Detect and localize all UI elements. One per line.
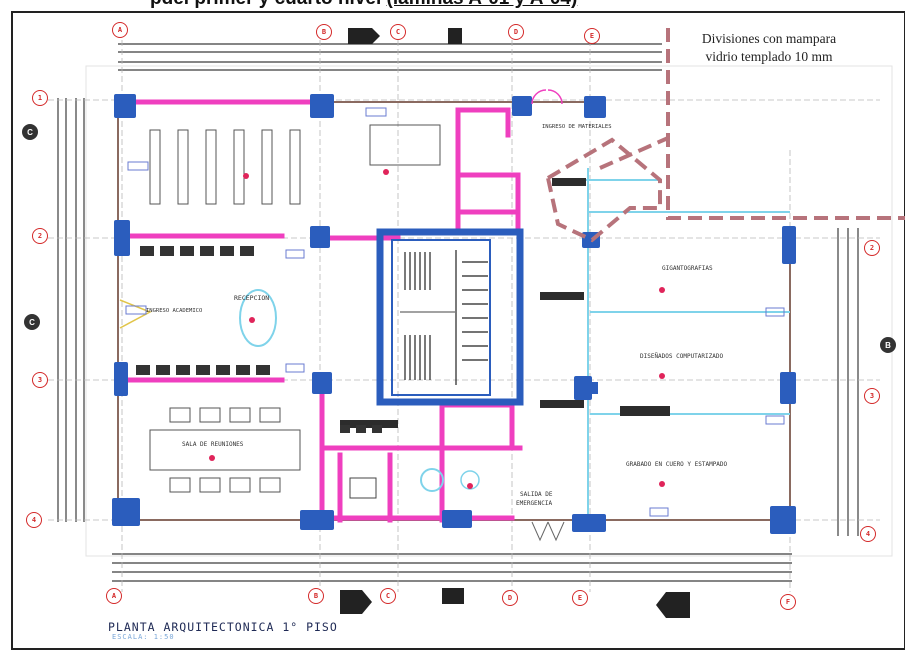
material-door <box>531 89 563 105</box>
section-cut-marker-2: C <box>24 314 40 330</box>
title-sheets: (láminas A-01 y A-04) <box>387 0 578 9</box>
label-recepcion: RECEPCION <box>234 294 269 302</box>
axis-bubble-right-1: 2 <box>864 240 880 256</box>
note-line-1: Divisiones con mampara <box>701 31 837 46</box>
axis-bubble-left-3: 3 <box>32 372 48 388</box>
axis-bubble-left-1: 1 <box>32 90 48 106</box>
axis-bubble-bottom-3: C <box>380 588 396 604</box>
work-tables <box>149 124 441 493</box>
reception-desk <box>239 289 277 347</box>
solid-walls <box>340 178 670 428</box>
glass-partition-note: Divisiones con mampara vidrio templado 1… <box>674 30 864 66</box>
emergency-door <box>531 521 565 542</box>
axis-bubble-top-4: D <box>508 24 524 40</box>
axis-bubble-bottom-6: F <box>780 594 796 610</box>
sheet-title: pdel primer y cuarto nivel (láminas A-01… <box>150 0 790 10</box>
axis-bubble-top-2: B <box>316 24 332 40</box>
label-grabado: GRABADO EN CUERO Y ESTAMPADO <box>626 461 728 468</box>
axis-bubble-left-2: 2 <box>32 228 48 244</box>
title-middle: del primer y cuarto nivel <box>162 0 387 9</box>
left-dimensions <box>57 98 85 522</box>
label-diseno: DISEÑADOS COMPUTARIZADO <box>640 353 723 360</box>
top-dimensions <box>118 43 662 71</box>
bottom-dimensions <box>112 553 792 582</box>
note-line-2: vidrio templado 10 mm <box>705 49 833 64</box>
sheet-frame <box>11 11 905 650</box>
title-prefix: p <box>150 0 162 9</box>
blue-small-tags <box>312 228 598 394</box>
axis-bubble-bottom-4: D <box>502 590 518 606</box>
entrance-door <box>119 299 152 329</box>
axis-bubble-bottom-5: E <box>572 590 588 606</box>
axis-bubble-left-4: 4 <box>26 512 42 528</box>
orientation-markers <box>340 28 690 618</box>
axis-bubble-bottom-1: A <box>106 588 122 604</box>
section-cut-marker-1: C <box>22 124 38 140</box>
right-dimensions <box>837 228 859 536</box>
axis-bubble-top-3: C <box>390 24 406 40</box>
label-ingreso-academico: INGRESO ACADEMICO <box>146 308 202 314</box>
stair-core <box>376 228 524 406</box>
axis-bubble-bottom-2: B <box>308 588 324 604</box>
axis-bubble-top-5: E <box>584 28 600 44</box>
chairs <box>136 246 382 433</box>
room-tags <box>125 107 785 517</box>
bathroom-fixture <box>420 468 444 492</box>
label-gigantografias: GIGANTOGRAFIAS <box>662 265 713 272</box>
axis-bubble-right-2: 3 <box>864 388 880 404</box>
axis-bubble-top-1: A <box>112 22 128 38</box>
plan-scale: ESCALA: 1:50 <box>112 633 175 641</box>
room-markers <box>209 169 665 489</box>
plan-title: PLANTA ARQUITECTONICA 1° PISO <box>108 620 338 634</box>
label-salida-2: EMERGENCIA <box>516 500 553 507</box>
label-salon: SALA DE REUNIONES <box>182 441 244 448</box>
label-salida-1: SALIDA DE <box>520 491 553 498</box>
axis-bubble-right-3: 4 <box>860 526 876 542</box>
partition-walls <box>117 99 523 523</box>
section-cut-marker-3: B <box>880 337 896 353</box>
label-ingreso-materiales: INGRESO DE MATERIALES <box>542 124 612 130</box>
glass-partition-zone <box>546 28 905 243</box>
